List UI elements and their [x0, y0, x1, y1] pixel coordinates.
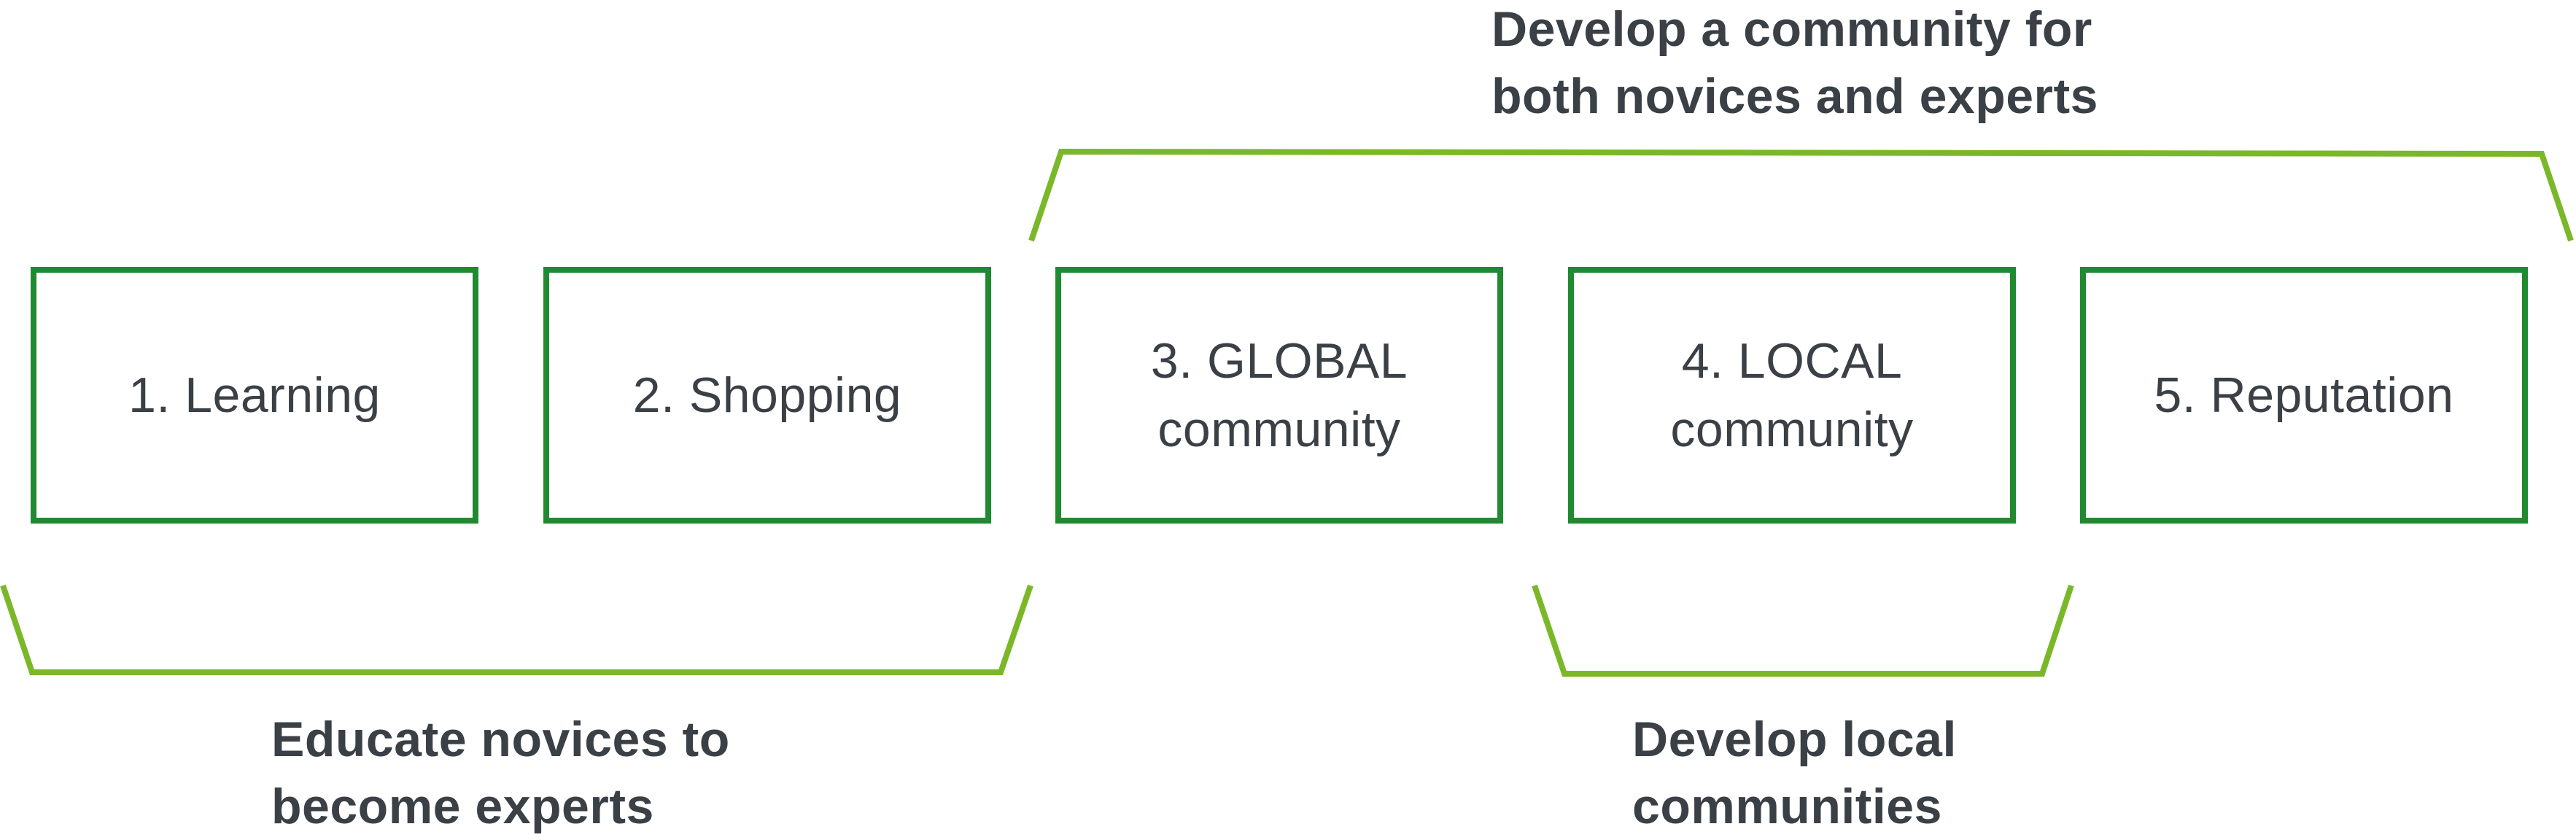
- step-label: 3. GLOBAL community: [1150, 333, 1408, 457]
- caption-bottom-right-group: Develop local communities: [1632, 712, 1957, 834]
- step-box-shopping: 2. Shopping: [543, 267, 991, 524]
- bracket-top: [1028, 148, 2574, 242]
- step-label: 1. Learning: [128, 368, 381, 423]
- bracket-bottom-left: [0, 584, 1033, 675]
- step-box-reputation: 5. Reputation: [2080, 267, 2528, 524]
- caption-bottom-left-group: Educate novices to become experts: [271, 712, 730, 834]
- step-label: 2. Shopping: [632, 368, 902, 423]
- bracket-bottom-right: [1532, 584, 2074, 677]
- step-label: 4. LOCAL community: [1670, 333, 1914, 457]
- step-label: 5. Reputation: [2154, 368, 2454, 423]
- step-box-local-community: 4. LOCAL community: [1568, 267, 2016, 524]
- caption-top-group: Develop a community for both novices and…: [1491, 1, 2098, 124]
- step-box-global-community: 3. GLOBAL community: [1055, 267, 1503, 524]
- step-box-learning: 1. Learning: [31, 267, 478, 524]
